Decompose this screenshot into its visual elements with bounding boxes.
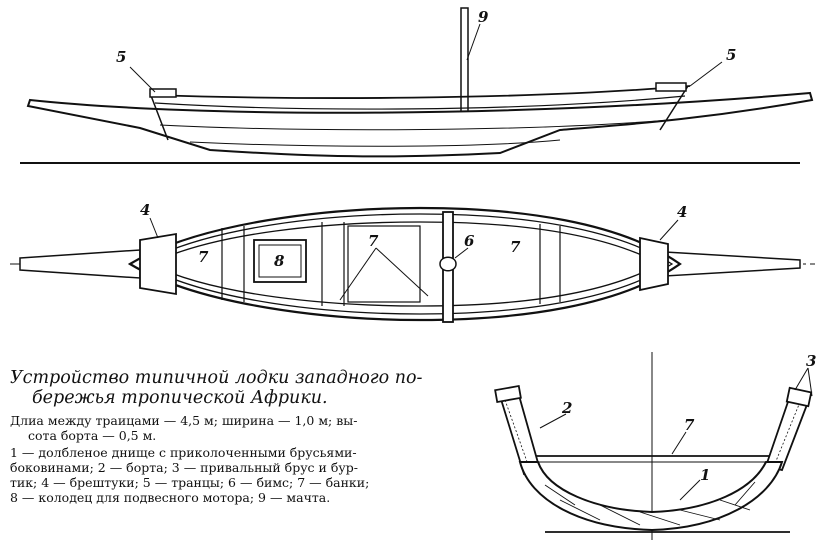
callout-4-right: 4 xyxy=(677,203,687,221)
gunwale-left xyxy=(494,384,522,404)
caption-title: Устройство типичной лодки западного по- … xyxy=(10,368,465,408)
breasthook-right xyxy=(639,236,669,292)
callout-9: 9 xyxy=(478,8,489,26)
stern-extension xyxy=(664,251,801,277)
caption-legend-line3: тик; 4 — брештуки; 5 — транцы; 6 — бимс;… xyxy=(10,475,370,490)
side-hull-outline xyxy=(26,91,814,158)
callout-7-c: 7 xyxy=(510,238,521,256)
caption-legend-line2: боковинами; 2 — борта; 3 — привальный бр… xyxy=(10,460,358,475)
callout-7-a: 7 xyxy=(198,248,209,266)
callout-6: 6 xyxy=(464,232,475,250)
motor-well xyxy=(253,239,307,283)
caption-dims-line2: сота борта — 0,5 м. xyxy=(28,428,157,443)
transom-right xyxy=(655,82,687,92)
center-thwart-panel xyxy=(347,225,421,303)
callout-2: 2 xyxy=(561,399,572,417)
cross-section: 2 7 1 3 xyxy=(494,352,816,540)
callout-5-left: 5 xyxy=(116,48,126,66)
caption-title-line2: бережья тропической Африки. xyxy=(32,388,328,408)
mast xyxy=(460,7,469,117)
caption-title-line1: Устройство типичной лодки западного по- xyxy=(10,368,423,388)
callout-7-section: 7 xyxy=(684,416,695,434)
caption-dimensions: Длиа между траицами — 4,5 м; ширина — 1,… xyxy=(10,413,465,443)
callout-3: 3 xyxy=(806,352,816,370)
transom-left xyxy=(149,88,177,98)
breasthook-left xyxy=(139,232,177,296)
figure-caption: Устройство типичной лодки западного по- … xyxy=(10,368,465,505)
plan-hull-outer xyxy=(127,206,682,322)
callout-7-b: 7 xyxy=(368,232,379,250)
side-view: 5 5 9 xyxy=(20,7,814,164)
callout-8: 8 xyxy=(274,252,285,270)
callout-5-right: 5 xyxy=(726,46,736,64)
gunwale-right xyxy=(785,386,813,408)
sheer-line xyxy=(149,85,691,99)
caption-dims-line1: Длиа между траицами — 4,5 м; ширина — 1,… xyxy=(10,413,358,428)
plan-view: 4 4 7 7 7 8 6 xyxy=(10,201,815,323)
caption-legend: 1 — долбленое днище с приколоченными бру… xyxy=(10,445,465,505)
caption-legend-line1: 1 — долбленое днище с приколоченными бру… xyxy=(10,445,357,460)
caption-legend-line4: 8 — колодец для подвесного мотора; 9 — м… xyxy=(10,490,331,505)
bow-extension xyxy=(19,249,141,279)
callout-4-left: 4 xyxy=(140,201,150,219)
callout-1: 1 xyxy=(700,466,710,484)
